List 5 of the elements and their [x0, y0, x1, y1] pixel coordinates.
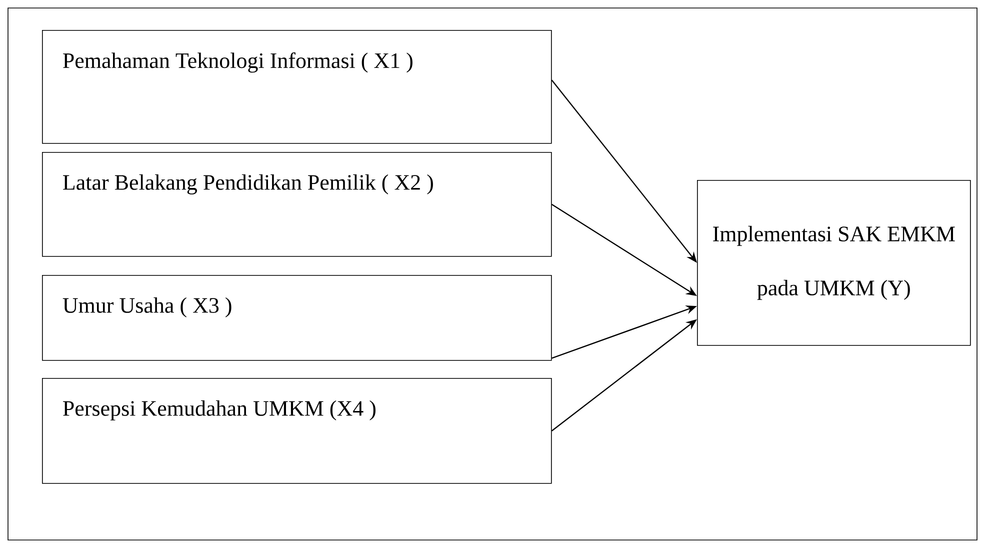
text-box: Latar Belakang Pendidikan Pemilik ( X2 )	[42, 152, 552, 257]
text-box: Persepsi Kemudahan UMKM (X4 )	[42, 378, 552, 484]
text-box: Umur Usaha ( X3 )	[42, 275, 552, 361]
text-box: Implementasi SAK EMKM pada UMKM (Y)	[697, 180, 971, 346]
text-box: Pemahaman Teknologi Informasi ( X1 )	[42, 30, 552, 144]
